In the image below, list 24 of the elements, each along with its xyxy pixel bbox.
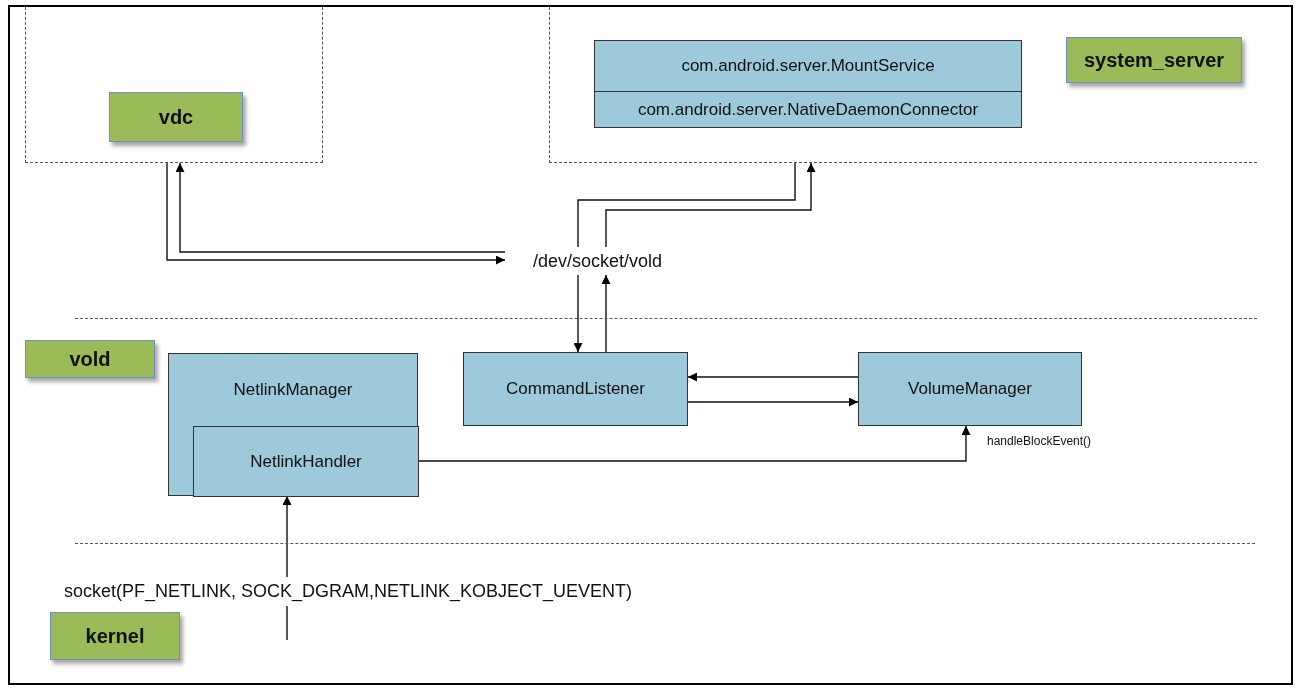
layer-tag: system_server [1066,37,1242,83]
component-box: VolumeManager [858,352,1082,426]
dashed-region [25,7,323,163]
component-title: NetlinkManager [232,380,354,400]
layer-tag: vdc [109,92,243,142]
arrow [573,274,583,353]
endpoint-text: /dev/socket/vold [505,247,690,275]
component-box: CommandListener [463,352,688,426]
layer-tag: kernel [50,612,180,660]
arrow [687,397,859,407]
arrow [282,495,292,578]
connector-line [286,605,288,641]
arrow [605,162,816,248]
component-box: com.android.server.MountService [594,40,1022,92]
arrow [601,274,611,353]
arrow [687,372,859,382]
layer-tag: vold [25,340,155,378]
endpoint-text: socket(PF_NETLINK, SOCK_DGRAM,NETLINK_KOBJECT_UEVENT) [33,577,663,606]
component-box: NetlinkHandler [193,426,419,497]
component-box [168,353,418,496]
component-box: com.android.server.NativeDaemonConnector [594,91,1022,128]
arrow [417,425,971,462]
connector-line [577,162,796,248]
edge-label: handleBlockEvent() [987,434,1092,448]
